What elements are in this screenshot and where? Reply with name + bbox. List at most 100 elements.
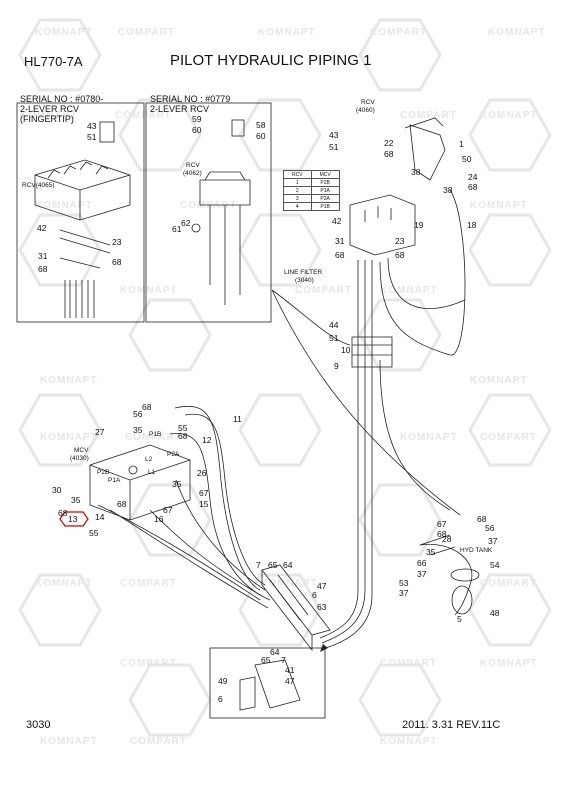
part-label: 56: [133, 409, 143, 419]
part-label: 11: [233, 414, 242, 424]
part-label: 68: [384, 149, 394, 159]
watermark-logo: [18, 393, 102, 467]
part-label: 18: [467, 220, 477, 230]
table-header-cell: MCV: [310, 170, 340, 179]
part-label: 66: [417, 558, 427, 568]
table-row: 4 P1B: [283, 202, 340, 211]
part-label: 68: [178, 431, 188, 441]
part-label: 68: [117, 499, 127, 509]
part-label: 37: [488, 536, 498, 546]
watermark-text: KOMNAPT: [380, 736, 438, 747]
watermark-text: COMPART: [370, 27, 427, 38]
part-label: 42: [37, 223, 47, 233]
part-label: 51: [329, 333, 339, 343]
watermark-text: COMPART: [380, 658, 437, 669]
mcv-hoses: [97, 406, 271, 609]
pilot-hose-bundle: [319, 189, 466, 649]
part-label: 28: [442, 534, 452, 544]
part-label: 23: [112, 237, 122, 247]
table-cell: P1B: [310, 202, 340, 211]
mcv-label-2: (4030): [70, 455, 89, 462]
part-label: 31: [335, 236, 345, 246]
table-cell: 4: [283, 202, 312, 211]
part-label: 19: [414, 220, 424, 230]
part-label: 68: [112, 257, 122, 267]
part-label: 54: [490, 560, 500, 570]
part-label: 67: [437, 519, 447, 529]
part-label: 9: [334, 361, 339, 371]
inset-middle-frame: [145, 102, 272, 323]
part-label: 51: [329, 142, 339, 152]
part-label: 68: [395, 250, 405, 260]
part-label: 30: [52, 485, 62, 495]
page-title: PILOT HYDRAULIC PIPING 1: [170, 52, 372, 69]
part-label: 55: [89, 528, 99, 538]
watermark-text: KOMNAPT: [120, 285, 178, 296]
watermark-text: KOMNAPT: [488, 27, 546, 38]
watermark-text: COMPART: [115, 110, 172, 121]
watermark-text: KOMNAPT: [258, 27, 316, 38]
watermark-text: KOMNAPT: [480, 110, 538, 121]
watermark-text: COMPART: [120, 658, 177, 669]
part-label: 31: [38, 251, 48, 261]
watermark-text: COMPART: [130, 736, 187, 747]
part-label: 7: [256, 560, 261, 570]
part-label: 43: [329, 130, 339, 140]
part-label: 6: [218, 694, 223, 704]
part-label: 1: [459, 139, 464, 149]
part-label: 7: [281, 655, 286, 665]
part-label: 55: [178, 423, 188, 433]
part-label: 47: [317, 581, 327, 591]
part-label: 65: [268, 560, 278, 570]
watermark-text: COMPART: [480, 432, 537, 443]
detail-inset-frame: [209, 647, 326, 719]
table-row: 3 P2A: [283, 194, 340, 203]
detail-arrow: [320, 644, 328, 652]
part-label: 53: [399, 578, 409, 588]
part-label: 61: [172, 224, 182, 234]
part-label: 68: [142, 402, 152, 412]
serial-middle: SERIAL NO : #0779: [150, 94, 231, 104]
rcv-mcv-table: RCV MCV 1 P2B 2 P1A 3 P2A 4 P1B: [283, 170, 340, 211]
part-label: 65: [261, 655, 271, 665]
watermark-text: KOMNAPT: [40, 432, 98, 443]
watermark-logo: [358, 18, 442, 92]
part-label: 68: [468, 182, 478, 192]
revision-date: 2011. 3.31 REV.11C: [402, 719, 501, 731]
watermark-logo: [238, 98, 322, 172]
watermark-logo: [468, 213, 552, 287]
part-label-highlighted: 13: [68, 514, 78, 524]
watermark-logo: [238, 213, 322, 287]
part-label: 49: [218, 676, 228, 686]
part-label: 23: [395, 236, 405, 246]
part-label: 35: [71, 495, 81, 505]
watermark-text: KOMNAPT: [35, 578, 93, 589]
part-label: 68: [38, 264, 48, 274]
part-label: 62: [181, 218, 191, 228]
serial-left: SERIAL NO : #0780-: [20, 94, 104, 104]
watermark-text: COMPART: [120, 578, 177, 589]
port-label: P2B: [97, 469, 110, 476]
fingertip-rcv-hoses: [59, 229, 111, 318]
part-label: 50: [462, 154, 472, 164]
watermark-logo: [128, 483, 212, 557]
part-label: 63: [317, 602, 327, 612]
part-label: 37: [417, 569, 427, 579]
table-row: 1 P2B: [283, 178, 340, 187]
part-label: 27: [95, 427, 105, 437]
part-label: 68: [437, 529, 447, 539]
port-label: P1A: [108, 477, 121, 484]
part-label: 6: [312, 590, 317, 600]
model-number: HL770-7A: [24, 54, 83, 69]
watermark-text: KOMNAPT: [40, 375, 98, 386]
watermark-logo: [358, 663, 442, 737]
watermark-text: KOMNAPT: [470, 200, 528, 211]
port-label: P2A: [167, 451, 180, 458]
table-cell: P1A: [310, 186, 340, 195]
watermark-logo: [238, 393, 322, 467]
line-filter-label-2: (3040): [295, 277, 314, 284]
watermark-text: KOMNAPT: [20, 110, 78, 121]
port-label: P1B: [149, 431, 162, 438]
